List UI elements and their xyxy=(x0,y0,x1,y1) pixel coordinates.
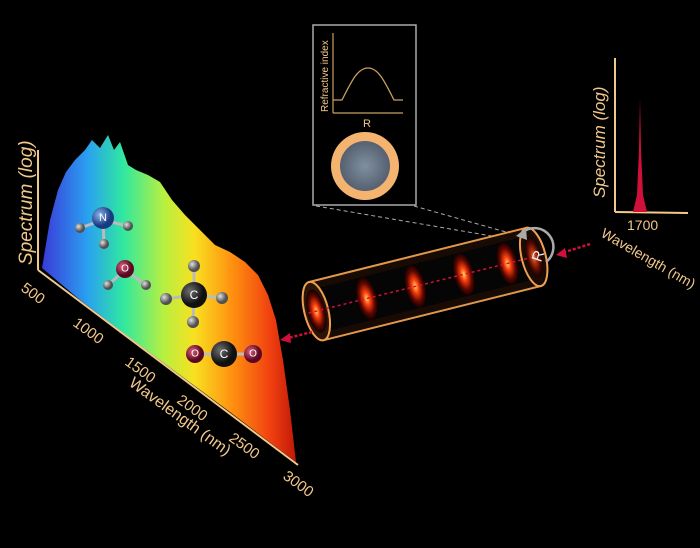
fiber-core xyxy=(340,141,390,191)
atom-label: O xyxy=(121,264,129,275)
x-tick: 1000 xyxy=(70,314,107,347)
radius-arrow xyxy=(522,226,555,263)
radius-arrowhead xyxy=(516,228,527,240)
x-tick: 3000 xyxy=(280,467,317,500)
atom-label: C xyxy=(190,288,199,302)
pump-x-axis xyxy=(614,211,689,214)
inset-y-label: Refractive index xyxy=(320,40,331,112)
pump-peak xyxy=(633,98,647,212)
zoom-line xyxy=(315,205,516,241)
x-axis xyxy=(37,269,299,466)
zoom-line xyxy=(413,205,521,237)
atom-label: O xyxy=(249,349,257,360)
hollow-core-fiber xyxy=(301,226,549,342)
inset-x-label: R xyxy=(363,118,371,130)
atom-label: N xyxy=(99,212,107,224)
atom-label: C xyxy=(220,347,229,361)
water-molecule: O xyxy=(103,260,151,290)
atom-label: O xyxy=(191,349,199,360)
output-arrow xyxy=(287,330,313,340)
pump-x-tick: 1700 xyxy=(627,217,658,233)
input-arrow xyxy=(561,242,591,255)
y-axis-label: Spectrum (log) xyxy=(16,140,37,265)
methane-molecule: C xyxy=(160,260,228,328)
carbon-dioxide-molecule: O C O xyxy=(186,341,262,367)
output-arrowhead xyxy=(280,333,291,343)
refractive-index-inset: Refractive index R xyxy=(312,24,417,206)
pump-x-label: Wavelength (nm) xyxy=(599,225,699,292)
pump-y-label: Spectrum (log) xyxy=(590,87,609,198)
ammonia-molecule: N xyxy=(75,207,133,249)
x-tick: 500 xyxy=(18,279,48,307)
input-arrowhead xyxy=(556,248,567,258)
